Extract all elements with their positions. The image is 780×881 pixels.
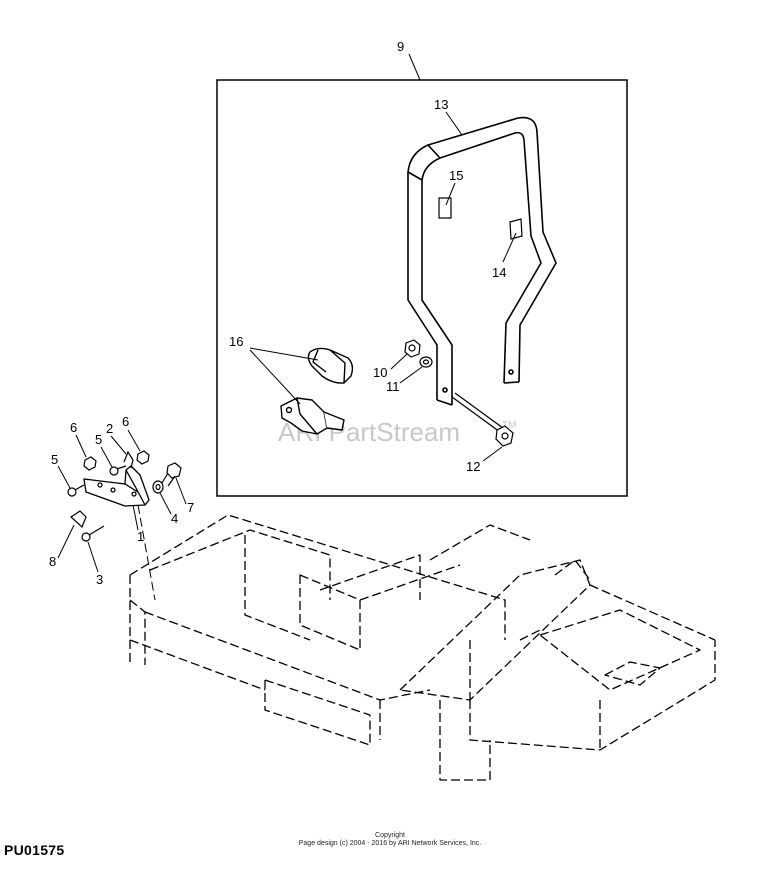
callout-12[interactable]: 12 <box>466 459 480 474</box>
screw-5-right[interactable] <box>109 465 127 476</box>
callout-4[interactable]: 4 <box>171 511 178 526</box>
inset-box <box>216 79 628 497</box>
screw-3[interactable] <box>81 525 105 542</box>
callout-7[interactable]: 7 <box>187 500 194 515</box>
leader-7 <box>175 477 187 505</box>
copyright-notice: Copyright Page design (c) 2004 - 2016 by… <box>250 832 530 848</box>
bolt-12[interactable] <box>451 392 514 447</box>
callout-6-right[interactable]: 6 <box>122 414 129 429</box>
spring-2[interactable] <box>123 450 134 469</box>
washer-11[interactable] <box>419 356 433 368</box>
leader-5-left <box>57 465 71 489</box>
figure-id-label: PU01575 <box>4 842 65 858</box>
bolt-7[interactable] <box>161 462 182 487</box>
leader-1 <box>132 504 139 531</box>
leader-5-upper <box>100 446 113 468</box>
seat-belt-buckle-16[interactable] <box>307 347 354 384</box>
leader-13 <box>445 111 463 136</box>
callout-5-upper[interactable]: 5 <box>95 432 102 447</box>
washer-4[interactable] <box>152 480 164 494</box>
leader-8 <box>57 524 75 559</box>
chassis-frame-outline <box>129 514 716 781</box>
leader-10 <box>390 353 408 370</box>
screw-5-left[interactable] <box>67 484 85 497</box>
callout-5-left[interactable]: 5 <box>51 452 58 467</box>
leader-3 <box>87 541 99 573</box>
callout-13[interactable]: 13 <box>434 97 448 112</box>
callout-15[interactable]: 15 <box>449 168 463 183</box>
callout-11[interactable]: 11 <box>386 379 400 394</box>
leader-9 <box>408 53 421 81</box>
decal-14[interactable] <box>509 218 523 240</box>
bracket-1[interactable] <box>83 465 150 507</box>
leader-2 <box>110 435 127 455</box>
leader-15 <box>445 182 456 206</box>
callout-10[interactable]: 10 <box>373 365 387 380</box>
copyright-title: Copyright <box>375 832 405 839</box>
callout-14[interactable]: 14 <box>492 265 506 280</box>
seat-belt-latch-16[interactable] <box>280 397 345 435</box>
leader-16a <box>249 347 319 361</box>
copyright-line: Page design (c) 2004 - 2016 by ARI Netwo… <box>298 840 482 847</box>
decal-15[interactable] <box>438 197 452 219</box>
assembly-line <box>137 504 156 601</box>
leader-6-left <box>75 434 87 458</box>
clip-8[interactable] <box>70 510 87 529</box>
callout-3[interactable]: 3 <box>96 572 103 587</box>
callout-8[interactable]: 8 <box>49 554 56 569</box>
leader-4 <box>159 492 172 515</box>
callout-9[interactable]: 9 <box>397 39 404 54</box>
callout-16[interactable]: 16 <box>229 334 243 349</box>
nut-6-right[interactable] <box>136 450 150 465</box>
watermark-tm: TM <box>502 420 516 431</box>
callout-6-left[interactable]: 6 <box>70 420 77 435</box>
callout-1[interactable]: 1 <box>137 529 144 544</box>
callout-2[interactable]: 2 <box>106 421 113 436</box>
roll-bar-13[interactable] <box>407 116 557 406</box>
leader-14 <box>502 232 517 263</box>
nut-6-left[interactable] <box>83 456 97 471</box>
leader-12 <box>482 446 503 462</box>
leader-6-right <box>127 429 141 452</box>
nut-10[interactable] <box>404 339 421 358</box>
leader-16b <box>249 349 301 405</box>
leader-11 <box>399 366 423 384</box>
